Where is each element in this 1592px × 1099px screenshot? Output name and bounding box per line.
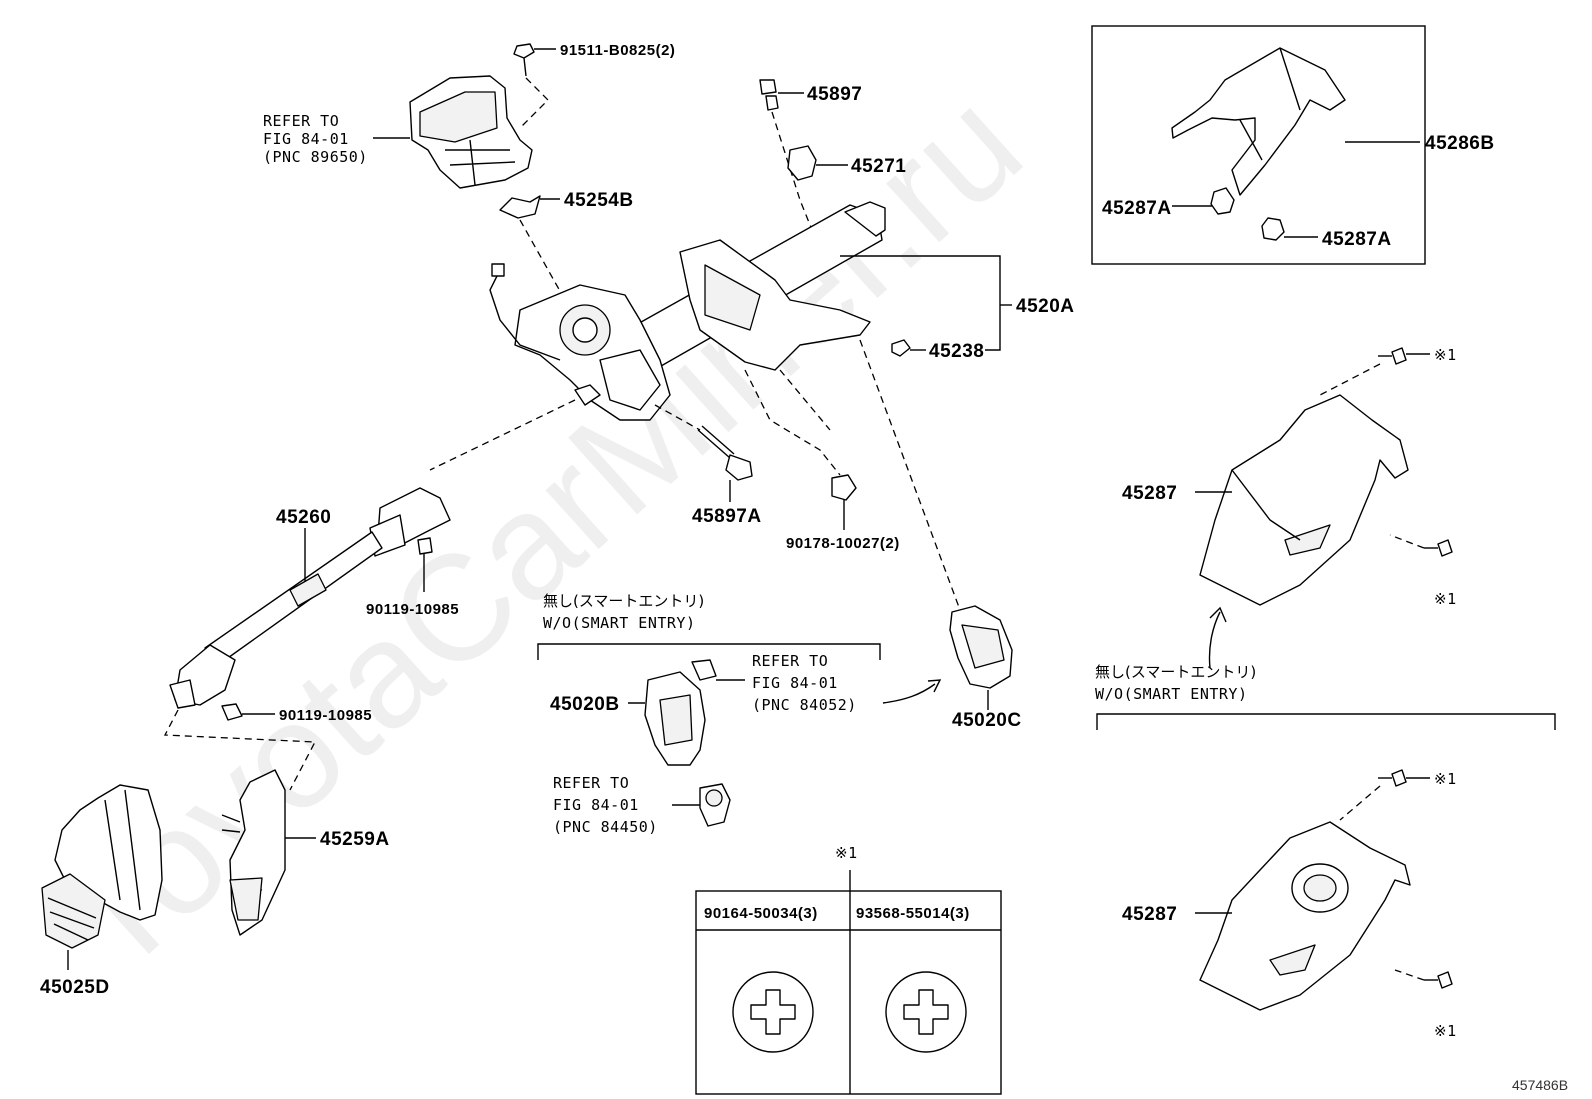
bolt-45897A-drawing [697, 425, 753, 481]
bracket-45271-drawing [787, 145, 817, 181]
refer-airbag-line3: (PNC 89650) [263, 148, 368, 166]
bolt-45238-drawing [891, 339, 911, 357]
screw-90164-drawing [732, 971, 814, 1053]
spiral-cable-drawing [409, 75, 533, 189]
mark-a: ※1 [1434, 346, 1457, 364]
part-label-45020C: 45020C [952, 710, 1022, 731]
part-label-45259A: 45259A [320, 829, 390, 850]
steering-column-assembly-drawing [489, 201, 886, 421]
bolt-45897-drawing [759, 79, 779, 111]
mark-b: ※1 [1434, 590, 1457, 608]
smart-entry-1-bracket [537, 643, 881, 660]
boot-45025D-drawing [41, 784, 163, 949]
part-label-45897: 45897 [807, 84, 862, 105]
bolt-90119-upper-drawing [417, 537, 433, 570]
upper-column-cover-drawing [1171, 47, 1346, 196]
mark-d: ※1 [1434, 1022, 1457, 1040]
clip-45287A-upper-drawing [1210, 187, 1285, 241]
lock-cylinder-84450-drawing [699, 783, 731, 827]
smart-entry-1-jp: 無し(スマートエントリ) [543, 592, 704, 610]
part-label-90178-10027: 90178-10027(2) [786, 535, 900, 552]
part-label-90119-10985-upper: 90119-10985 [366, 601, 459, 618]
screw-mark1-c [1378, 769, 1407, 787]
mark-c: ※1 [1434, 770, 1457, 788]
part-label-45271: 45271 [851, 156, 906, 177]
part-label-91511-B0825: 91511-B0825(2) [560, 42, 675, 59]
part-label-45254B: 45254B [564, 190, 634, 211]
bolt-91511-drawing [513, 43, 535, 77]
refer-84052-line2: FIG 84-01 [752, 674, 838, 692]
refer-84450-line1: REFER TO [553, 774, 629, 792]
refer-84052-line1: REFER TO [752, 652, 828, 670]
part-label-90119-10985-lower: 90119-10985 [279, 707, 372, 724]
part-label-45260: 45260 [276, 507, 331, 528]
figure-id: 457486B [1512, 1077, 1568, 1093]
part-label-45287-lower: 45287 [1122, 904, 1177, 925]
upper-cover-group-box [1091, 25, 1426, 265]
part-label-45025D: 45025D [40, 977, 110, 998]
smart-entry-1-en: W/O(SMART ENTRY) [543, 614, 696, 632]
hole-cover-45259A-drawing [221, 769, 286, 936]
refer-84052-line3: (PNC 84052) [752, 696, 857, 714]
refer-84450-line3: (PNC 84450) [553, 818, 658, 836]
part-label-45286B: 45286B [1425, 133, 1495, 154]
connector-84052-drawing [691, 659, 717, 681]
screw-mark1-a [1378, 347, 1407, 365]
ignition-switch-45020B-drawing [644, 671, 706, 766]
screw-table-col2: 93568-55014(3) [856, 905, 970, 922]
part-label-45287A-left: 45287A [1102, 198, 1172, 219]
screw-93568-drawing [885, 971, 967, 1053]
screw-table-mark: ※1 [835, 844, 858, 862]
intermediate-shaft-drawing [169, 487, 451, 709]
part-label-45020B: 45020B [550, 694, 620, 715]
arrow-to-45020C [882, 683, 936, 704]
part-label-45287A-right: 45287A [1322, 229, 1392, 250]
smart-entry-2-jp: 無し(スマートエントリ) [1095, 663, 1256, 681]
refer-airbag-line1: REFER TO [263, 112, 339, 130]
arrow-up-to-cover [1208, 611, 1221, 669]
part-label-45287-upper: 45287 [1122, 483, 1177, 504]
part-label-45238: 45238 [929, 341, 984, 362]
lower-column-cover-2-drawing [1199, 821, 1411, 1011]
housing-45020C-drawing [949, 605, 1013, 689]
nut-90178-drawing [831, 474, 857, 501]
smart-entry-2-bracket [1096, 713, 1556, 730]
screw-table-col1: 90164-50034(3) [704, 905, 818, 922]
part-label-4520A: 4520A [1016, 296, 1075, 317]
watermark: ToyotaCarMiner.ru [29, 59, 1052, 1004]
screw-table [695, 870, 1002, 1095]
refer-84450-line2: FIG 84-01 [553, 796, 639, 814]
refer-airbag-line2: FIG 84-01 [263, 130, 349, 148]
lower-column-cover-1-drawing [1199, 394, 1409, 606]
part-label-45897A: 45897A [692, 506, 762, 527]
clip-45254B-drawing [499, 195, 541, 219]
smart-entry-2-en: W/O(SMART ENTRY) [1095, 685, 1248, 703]
screw-mark1-d [1424, 971, 1453, 989]
bolt-90119-lower-drawing [221, 703, 243, 721]
screw-mark1-b [1424, 539, 1453, 557]
